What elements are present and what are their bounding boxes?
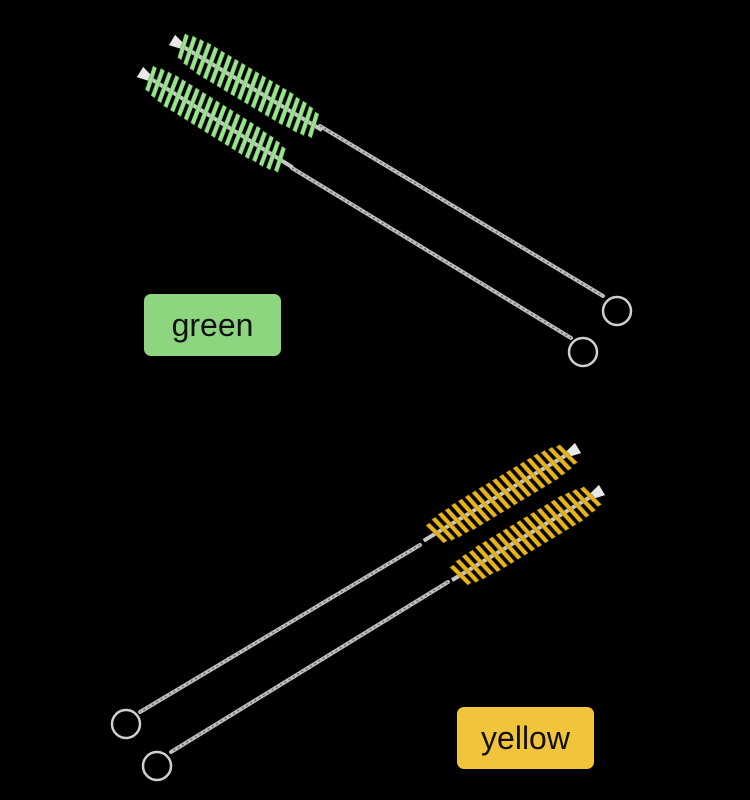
green-color-label: green (144, 294, 281, 356)
yellow-brush-2 (141, 484, 606, 782)
green-brush-1 (168, 33, 633, 327)
yellow-color-label: yellow (457, 707, 594, 769)
yellow-brush-1 (110, 442, 582, 740)
green-brush-2 (136, 65, 599, 368)
